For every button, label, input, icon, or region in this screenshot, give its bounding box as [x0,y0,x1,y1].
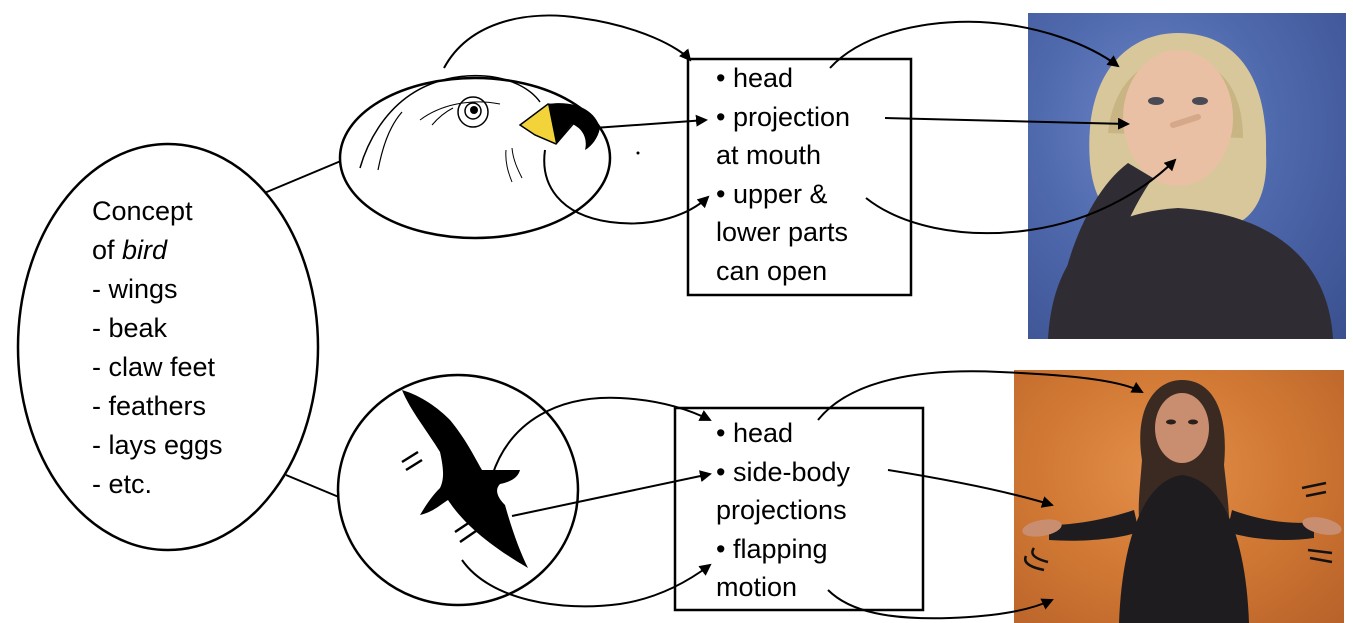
arrow-open-to-photo1 [866,160,1175,233]
feature-item: - beak [92,309,223,348]
arrow-flapping-to-photo2 [828,590,1052,618]
concept-subtitle-emphasis: bird [122,235,167,265]
connector-top [262,158,348,194]
feature-item: - etc. [92,465,223,504]
feature-item: - wings [92,270,223,309]
top-box-line: • projection [716,98,850,137]
arrow-projection-to-photo1 [885,118,1128,124]
bottom-box-line: motion [716,568,850,607]
bottom-box-line: projections [716,491,850,530]
bottom-box-line: • side-body [716,453,850,492]
feature-item: - lays eggs [92,426,223,465]
bottom-box-line: • flapping [716,530,850,569]
top-box-line: can open [716,252,850,291]
arrow-head-to-box [444,16,690,68]
bottom-box-line: • head [716,414,850,453]
stray-dot [637,152,640,155]
arrow-projections-to-photo2 [888,470,1052,505]
top-box-line: • upper & [716,175,850,214]
arrow-head-to-photo1 [830,22,1118,68]
concept-subtitle-prefix: of [92,235,122,265]
top-box-line: lower parts [716,213,850,252]
feature-item: - feathers [92,387,223,426]
concept-subtitle: of bird [92,231,223,270]
top-box-line: at mouth [716,136,850,175]
top-box-line: • head [716,59,850,98]
bottom-box-text: • head • side-body projections • flappin… [716,414,850,607]
top-box-text: • head • projection at mouth • upper & l… [716,59,850,290]
feature-item: - claw feet [92,348,223,387]
concept-text: Concept of bird - wings - beak - claw fe… [92,192,223,504]
concept-title: Concept [92,192,223,231]
arrow-head2-to-photo2 [818,371,1142,420]
